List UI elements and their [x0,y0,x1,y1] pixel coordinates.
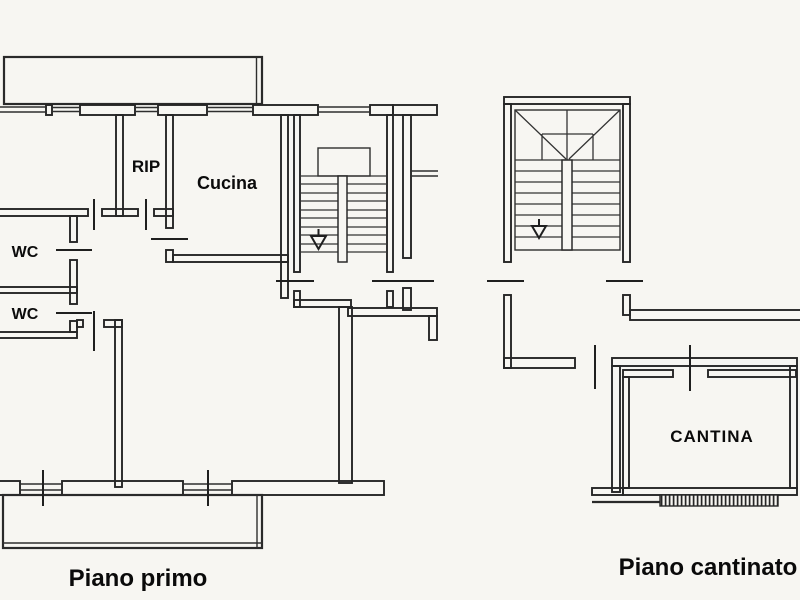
room-label-wc-1: WC [12,244,39,261]
landing-east-structures [347,114,438,341]
exterior-wall-north [0,104,438,116]
window-lines-north [0,106,370,113]
wc2-south-wall [0,331,78,339]
window-lines-south [20,483,232,491]
vent-grate [659,494,779,507]
stairwell-piano-primo [293,114,394,308]
stairwell-south-wall [293,299,352,308]
corridor-north-wall [611,357,798,367]
cantina-room [622,365,798,507]
wc-right-wall [69,215,78,243]
stairwell-right-wall [386,114,394,273]
stair-divider-basement [561,159,573,251]
corridor-west-wall [611,365,621,493]
stairwell-left-wall [293,114,301,273]
wing-east-wall [338,306,353,484]
plan-title-piano-cantinato: Piano cantinato [619,554,798,581]
cucina-south-wall [172,254,289,263]
room-label-cucina: Cucina [197,173,258,193]
room-label-rip: RIP [132,157,160,176]
stairwell-north-wall [503,96,631,105]
plan-title-piano-primo: Piano primo [69,565,208,592]
stair-divider [337,175,348,263]
landing-south-wall [503,357,576,369]
room-label-cantina: CANTINA [670,427,754,446]
stair-winders [514,109,621,161]
stair-down-arrow-basement [530,219,548,240]
cucina-right-wall [280,114,289,263]
cantina-east-wall [789,365,798,489]
rip-left-wall [115,114,124,217]
exterior-wall-south [0,480,385,496]
cantina-south-wall [622,487,798,496]
living-room-west-wall [114,319,123,488]
east-wing-wall [629,309,800,321]
plan-piano-cantinato: CANTINA Piano cantinato [487,96,800,581]
balcony-bottom [1,493,264,550]
stairwell-piano-cantinato [503,96,631,369]
basement-corridor-walls [503,309,800,504]
wc-divider-wall [0,286,78,294]
plan-piano-primo: RIP Cucina WC WC Piano primo [0,55,438,592]
door-marks-basement [487,280,691,391]
stair-upper-landing [317,147,371,177]
door-marks [42,199,434,506]
window-lines-east [411,170,438,177]
balcony-top [2,55,264,106]
interior-walls [0,114,353,488]
room-label-wc-2: WC [12,306,39,323]
stair-down-arrow [309,229,328,252]
rip-right-wall [165,114,174,229]
cantina-west-wall [622,376,630,489]
